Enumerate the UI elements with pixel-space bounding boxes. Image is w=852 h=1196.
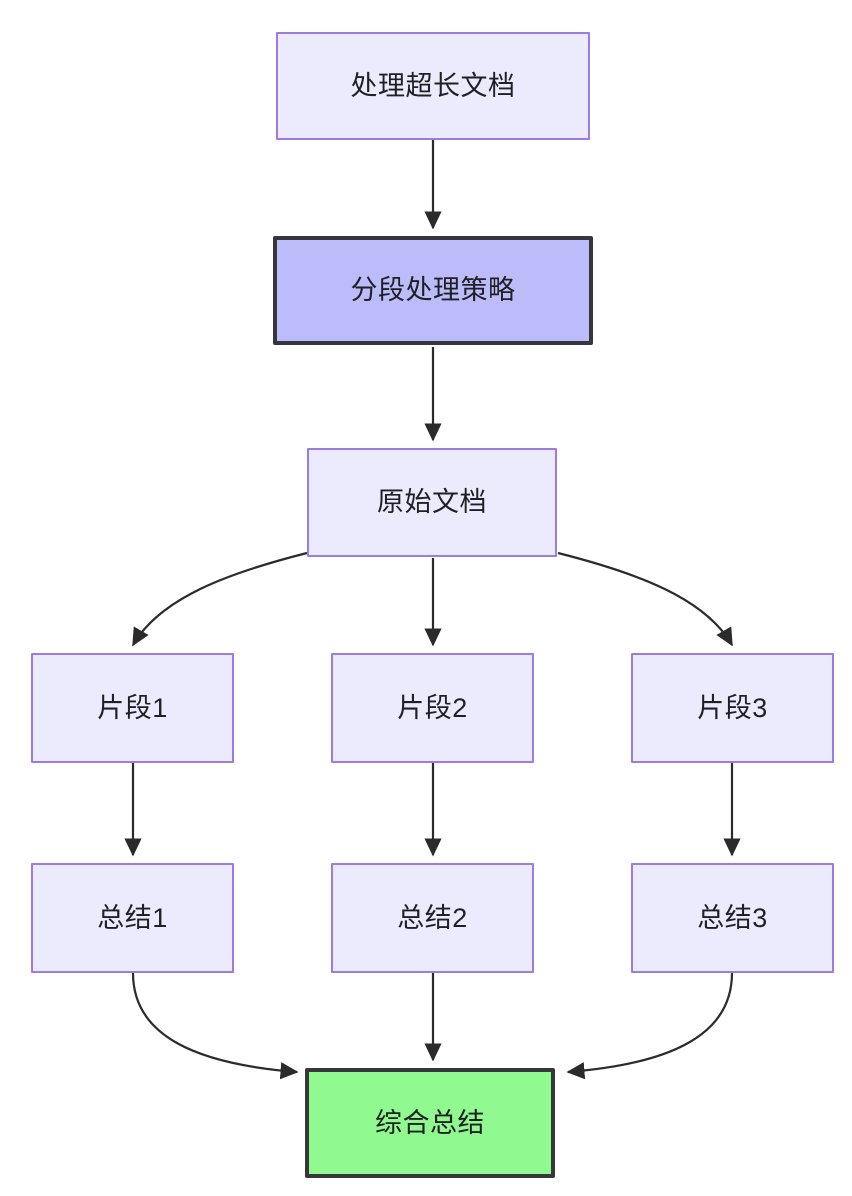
node-root[interactable]: 处理超长文档 <box>276 32 590 140</box>
node-summary-3-label: 总结3 <box>697 902 768 933</box>
node-final-summary-label: 综合总结 <box>375 1107 485 1138</box>
node-chunk-2-label: 片段2 <box>397 692 468 723</box>
edge-sum3-to-final <box>566 972 734 1080</box>
node-chunk-3-label: 片段3 <box>697 692 768 723</box>
node-summary-2[interactable]: 总结2 <box>331 863 534 973</box>
node-final-summary[interactable]: 综合总结 <box>305 1068 555 1178</box>
node-summary-1[interactable]: 总结1 <box>31 863 234 973</box>
node-root-label: 处理超长文档 <box>350 70 516 101</box>
node-chunk-3[interactable]: 片段3 <box>631 653 834 763</box>
node-chunk-1[interactable]: 片段1 <box>31 653 234 763</box>
node-source-document[interactable]: 原始文档 <box>307 448 557 557</box>
node-source-document-label: 原始文档 <box>377 487 487 518</box>
node-strategy-label: 分段处理策略 <box>350 275 516 306</box>
node-summary-2-label: 总结2 <box>397 902 468 933</box>
node-chunk-2[interactable]: 片段2 <box>331 653 534 763</box>
node-summary-3[interactable]: 总结3 <box>631 863 834 973</box>
edge-sum1-to-final <box>131 972 299 1080</box>
node-summary-1-label: 总结1 <box>97 902 168 933</box>
node-chunk-1-label: 片段1 <box>97 692 168 723</box>
node-strategy[interactable]: 分段处理策略 <box>273 236 593 345</box>
edge-source-to-chunk3 <box>557 551 733 647</box>
edge-source-to-chunk1 <box>132 551 308 647</box>
